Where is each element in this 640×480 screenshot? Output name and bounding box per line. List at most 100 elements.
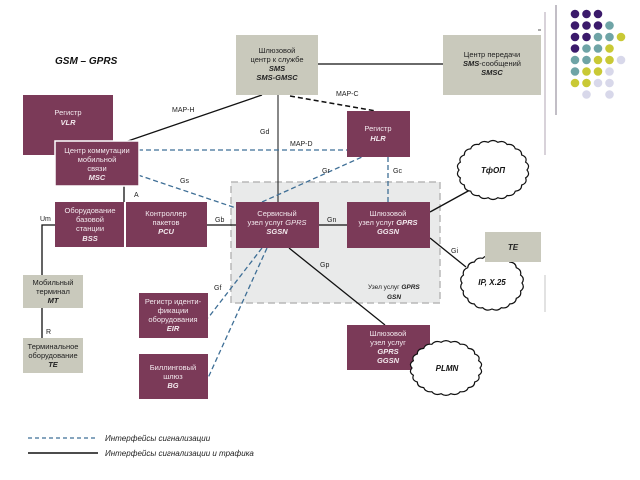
decorative-dot [570,78,580,88]
link-gs [137,174,237,209]
node-smsc-acronym: SMSC [481,68,503,77]
link-map-h [124,94,263,143]
cloud-plmn[interactable]: PLMN [409,340,483,396]
node-pcu-label: пакетов [152,218,179,227]
link-gr [261,156,363,203]
node-sms-gmsc-label: Шлюзовой [259,46,296,55]
label-gf: Gf [214,285,221,292]
node-mt[interactable]: Мобильный терминал MT [23,275,83,308]
label-gs: Gs [180,178,189,185]
node-ggsn-label: Шлюзовой [370,209,407,218]
label-gr: Gr [322,168,330,175]
decorative-dot [582,9,591,19]
link-gp [288,247,386,326]
node-sgsn-label: Сервисный [257,209,296,218]
node-bg[interactable]: Биллинговый шлюз BG [139,354,208,399]
node-ggsn-plmn-acronym: GGSN [377,356,400,365]
node-vlr-acronym: VLR [61,118,77,127]
cloud-ip-x25[interactable]: IP, X.25 [460,255,524,311]
cloud-pstn[interactable]: ТфОП [456,139,530,201]
node-sgsn-acronym: SGSN [266,227,288,236]
decorative-dot [570,32,580,42]
label-r: R [46,329,51,336]
node-bss[interactable]: Оборудование базовой станции BSS [55,202,124,247]
node-te-label: оборудование [28,351,77,360]
node-te-label: Терминальное [28,342,79,351]
node-ggsn[interactable]: Шлюзовой узел услуг GPRS GGSN [347,202,430,248]
decorative-dot-grid [570,9,626,99]
label-gd: Gd [260,129,269,136]
node-sgsn-label: узел услуг GPRS [247,218,306,227]
node-hlr[interactable]: Регистр HLR [347,111,410,157]
decorative-dot [570,44,580,53]
node-bg-acronym: BG [167,381,178,390]
decorative-dot [582,44,591,53]
decorative-dot [570,67,580,76]
node-sms-gmsc[interactable]: Шлюзовой центр к службе SMS SMS-GMSC [236,35,318,95]
node-pcu[interactable]: Контроллер пакетов PCU [126,202,207,247]
cloud-pstn-label: ТфОП [481,166,505,175]
gsn-region-acronym: GSN [387,294,401,301]
link-um [41,224,55,275]
node-bss-label: станции [76,224,104,233]
node-te-external[interactable]: TE [485,232,541,262]
label-map-h: MAP-H [172,107,195,114]
decorative-dot [570,9,580,19]
node-mt-acronym: MT [48,296,60,305]
node-te-terminal[interactable]: Терминальное оборудование TE [23,338,83,373]
link-gi [429,237,467,268]
node-ggsn-plmn-label: GPRS [377,347,398,356]
decorative-dot [582,67,591,76]
label-gp: Gp [320,262,329,269]
gsn-region-label: Узел услуг GPRS [368,284,420,291]
decorative-dot [593,32,603,42]
decorative-dot [593,44,603,53]
label-map-c: MAP-C [336,91,359,98]
node-msc-label: связи [87,164,106,173]
node-hlr-acronym: HLR [370,134,386,143]
node-eir-label: фикации [158,306,189,315]
node-ggsn-label: узел услуг GPRS [358,218,417,227]
decorative-dot [582,21,591,30]
node-sms-gmsc-label: SMS [269,64,285,73]
decorative-dot [616,55,626,65]
label-um: Um [40,216,51,223]
decorative-dot [582,78,591,88]
node-vlr-label: Регистр [54,108,81,117]
decorative-dot [593,78,603,88]
node-msc-acronym: MSC [89,173,106,182]
link-map-c [289,95,377,112]
legend-traffic-label: Интерфейсы сигнализации и трафика [105,449,254,458]
node-smsc[interactable]: Центр передачи SMS-сообщений SMSC [443,35,541,95]
node-smsc-label: SMS-сообщений [463,59,521,68]
cloud-ip-label: IP, X.25 [478,278,506,287]
node-bg-label: Биллинговый [150,363,197,372]
decorative-dot [605,67,614,76]
node-te-acronym: TE [48,360,59,369]
decorative-dot [582,32,591,42]
decorative-dot [605,90,614,99]
decorative-dot [593,9,603,19]
node-sms-gmsc-label: центр к службе [250,55,303,64]
decorative-dot [570,21,580,30]
cloud-plmn-label: PLMN [436,364,459,373]
decorative-dot [605,55,614,65]
legend: Интерфейсы сигнализации Интерфейсы сигна… [28,434,254,458]
label-map-d: MAP-D [290,141,313,148]
node-eir[interactable]: Регистр иденти- фикации оборудования EIR [139,293,208,338]
decorative-dot [582,55,591,65]
decorative-dot [593,55,603,65]
decorative-dot [605,32,614,42]
node-eir-label: оборудования [148,315,197,324]
node-msc[interactable]: Центр коммутации мобильной связи MSC [54,140,140,187]
decorative-dot [593,21,603,30]
legend-signaling-label: Интерфейсы сигнализации [105,434,211,443]
node-eir-acronym: EIR [167,324,180,333]
node-bss-acronym: BSS [82,234,97,243]
decorative-dot [593,67,603,76]
node-ggsn-acronym: GGSN [377,227,400,236]
node-eir-label: Регистр иденти- [145,297,202,306]
node-sgsn[interactable]: Сервисный узел услуг GPRS SGSN [236,202,319,248]
node-bg-label: шлюз [163,372,183,381]
